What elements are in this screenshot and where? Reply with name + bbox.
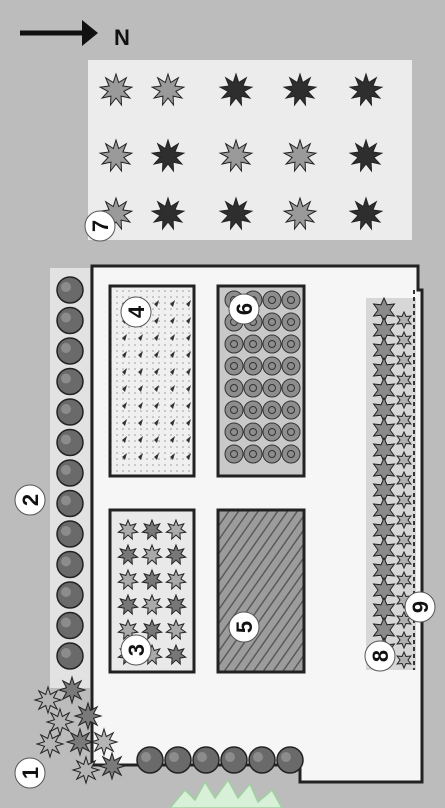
arrow-head-icon — [82, 20, 98, 46]
callout-label: 9 — [408, 601, 433, 613]
plant-icon — [75, 703, 101, 729]
callout-8: 8 — [365, 641, 395, 671]
rose-icon — [244, 401, 262, 419]
rose-icon — [263, 401, 281, 419]
callout-label: 1 — [18, 767, 43, 779]
callout-4: 4 — [121, 297, 151, 327]
rose-icon — [225, 401, 243, 419]
rose-icon — [225, 379, 243, 397]
shrub-highlight — [253, 752, 263, 762]
shrub-highlight — [169, 752, 179, 762]
plant-icon — [91, 729, 117, 755]
callout-9: 9 — [405, 592, 435, 622]
callout-label: 4 — [124, 305, 149, 318]
rose-icon — [225, 423, 243, 441]
compass-label: N — [114, 25, 130, 50]
rose-icon — [282, 401, 300, 419]
shrub-highlight — [225, 752, 235, 762]
rose-icon — [263, 291, 281, 309]
callout-label: 2 — [18, 494, 43, 506]
shrub-highlight — [61, 282, 71, 292]
callout-label: 3 — [124, 644, 149, 656]
rose-icon — [263, 313, 281, 331]
shrub-highlight — [61, 465, 71, 475]
rose-icon — [244, 379, 262, 397]
rose-icon — [282, 335, 300, 353]
shrub-highlight — [61, 648, 71, 658]
plant-icon — [73, 757, 99, 783]
rose-icon — [282, 357, 300, 375]
plant-icon — [67, 729, 93, 755]
callout-label: 6 — [232, 303, 257, 315]
shrub-highlight — [281, 752, 291, 762]
shrub-highlight — [61, 557, 71, 567]
callout-1: 1 — [15, 758, 45, 788]
rose-icon — [282, 291, 300, 309]
rose-icon — [263, 357, 281, 375]
shrub-highlight — [61, 343, 71, 353]
shrub-highlight — [61, 496, 71, 506]
plant-icon — [47, 709, 73, 735]
callout-5: 5 — [229, 612, 259, 642]
rose-icon — [244, 423, 262, 441]
callout-label: 8 — [368, 650, 393, 662]
rose-icon — [225, 357, 243, 375]
rose-icon — [244, 357, 262, 375]
callout-2: 2 — [15, 485, 45, 515]
callout-7: 7 — [85, 211, 115, 241]
rose-icon — [263, 445, 281, 463]
shrub-highlight — [61, 526, 71, 536]
shrub-highlight — [197, 752, 207, 762]
rose-icon — [244, 445, 262, 463]
rose-icon — [263, 379, 281, 397]
shrub-highlight — [61, 587, 71, 597]
rose-icon — [263, 423, 281, 441]
rose-icon — [263, 335, 281, 353]
shrub-highlight — [61, 618, 71, 628]
shrub-highlight — [61, 313, 71, 323]
shrub-highlight — [61, 404, 71, 414]
rose-icon — [282, 313, 300, 331]
plant-icon — [99, 753, 125, 779]
callout-3: 3 — [121, 635, 151, 665]
north-arrow: N — [20, 20, 130, 50]
bed-5 — [218, 510, 304, 672]
callout-6: 6 — [229, 294, 259, 324]
plant-icon — [37, 731, 63, 757]
rose-icon — [282, 379, 300, 397]
rose-icon — [282, 445, 300, 463]
shrub-highlight — [61, 374, 71, 384]
rose-icon — [225, 335, 243, 353]
plant-icon — [35, 687, 61, 713]
shrub-highlight — [141, 752, 151, 762]
callout-label: 5 — [232, 621, 257, 633]
rose-icon — [282, 423, 300, 441]
callout-label: 7 — [88, 220, 113, 232]
plant-icon — [59, 677, 85, 703]
rose-icon — [244, 335, 262, 353]
shrub-highlight — [61, 435, 71, 445]
rose-icon — [225, 445, 243, 463]
sun-burst-icon — [170, 780, 282, 808]
